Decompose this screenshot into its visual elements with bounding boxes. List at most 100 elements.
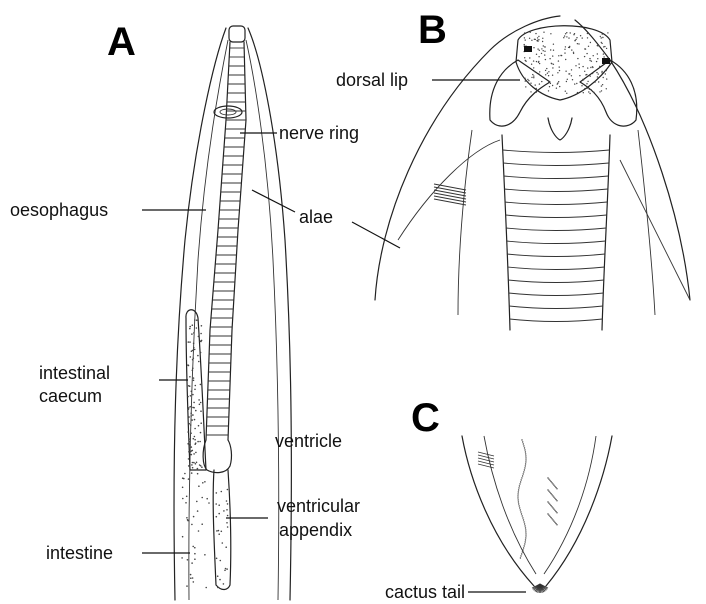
- stipple-dot: [193, 377, 195, 379]
- stipple-dot: [186, 517, 188, 519]
- stipple-dot: [518, 499, 519, 500]
- stipple-dot: [565, 59, 566, 60]
- stipple-dot: [553, 485, 554, 486]
- head-oesophagus-segment: [505, 202, 608, 205]
- stipple-dot: [549, 58, 550, 59]
- stipple-dot: [596, 61, 597, 62]
- stipple-dot: [565, 71, 566, 72]
- stipple-dot: [226, 522, 228, 524]
- stipple-dot: [218, 513, 220, 515]
- stipple-dot: [223, 583, 225, 585]
- head-oesophagus-segment: [503, 150, 610, 153]
- stipple-dot: [518, 487, 519, 488]
- stipple-dot: [524, 525, 525, 526]
- stipple-dot: [187, 519, 189, 521]
- stipple-dot: [538, 36, 539, 37]
- stipple-dot: [187, 364, 189, 366]
- stipple-dot: [190, 577, 192, 579]
- alae-striation: [434, 187, 466, 193]
- head-oesophagus-segment: [504, 176, 609, 179]
- head-oesophagus-segment: [505, 215, 606, 218]
- stipple-dot: [201, 523, 203, 525]
- stipple-dot: [192, 414, 194, 416]
- stipple-dot: [569, 73, 570, 74]
- stipple-dot: [566, 93, 567, 94]
- stipple-dot: [555, 499, 556, 500]
- stipple-dot: [605, 73, 606, 74]
- stipple-dot: [517, 493, 518, 494]
- stipple-dot: [191, 333, 193, 335]
- stipple-dot: [552, 507, 553, 508]
- stipple-dot: [552, 495, 553, 496]
- stipple-dot: [547, 73, 548, 74]
- stipple-dot: [528, 80, 529, 81]
- stipple-dot: [553, 521, 554, 522]
- stipple-dot: [524, 523, 525, 524]
- stipple-dot: [187, 443, 189, 445]
- stipple-dot: [553, 64, 554, 65]
- stipple-dot: [549, 86, 550, 87]
- stipple-dot: [536, 61, 537, 62]
- panel-c-drawing: [462, 436, 612, 593]
- stipple-dot: [182, 536, 184, 538]
- stipple-dot: [525, 451, 526, 452]
- stipple-dot: [525, 541, 526, 542]
- stipple-dot: [531, 63, 532, 64]
- stipple-dot: [547, 477, 548, 478]
- stipple-dot: [582, 90, 583, 91]
- stipple-dot: [223, 510, 225, 512]
- stipple-dot: [525, 529, 526, 530]
- stipple-dot: [556, 512, 557, 513]
- stipple-dot: [198, 530, 200, 532]
- lip-right: [580, 60, 637, 126]
- stipple-dot: [601, 71, 602, 72]
- stipple-dot: [584, 71, 585, 72]
- label-intestinal-caecum-line1: intestinal: [39, 363, 110, 383]
- stipple-dot: [195, 410, 197, 412]
- stipple-dot: [524, 469, 525, 470]
- stipple-dot: [579, 75, 580, 76]
- stipple-dot: [520, 509, 521, 510]
- stipple-dot: [521, 439, 522, 440]
- stipple-dot: [547, 501, 548, 502]
- stipple-dot: [543, 32, 544, 33]
- head-cap: [229, 26, 245, 42]
- stipple-dot: [547, 489, 548, 490]
- stipple-dot: [525, 535, 526, 536]
- stipple-dot: [525, 527, 526, 528]
- body-inner-right: [246, 40, 279, 600]
- stipple-dot: [586, 53, 587, 54]
- stipple-dot: [552, 55, 553, 56]
- stipple-dot: [598, 81, 599, 82]
- head-outer-left: [375, 16, 560, 300]
- stipple-dot: [569, 47, 570, 48]
- stipple-dot: [193, 332, 195, 334]
- stipple-dot: [533, 67, 534, 68]
- stipple-dot: [521, 553, 522, 554]
- stipple-dot: [554, 486, 555, 487]
- stipple-dot: [533, 75, 534, 76]
- head-oesophagus-segment: [506, 241, 605, 244]
- stipple-dot: [541, 48, 542, 49]
- stipple-dot: [597, 53, 598, 54]
- stipple-dot: [586, 83, 587, 84]
- stipple-dot: [598, 46, 599, 47]
- stipple-dot: [524, 44, 525, 45]
- stipple-dot: [574, 40, 575, 41]
- head-oesophagus-segment: [509, 306, 603, 309]
- stipple-dot: [525, 533, 526, 534]
- stipple-dot: [591, 61, 592, 62]
- stipple-dot: [525, 463, 526, 464]
- stipple-dot: [578, 43, 579, 44]
- stipple-dot: [535, 33, 536, 34]
- stipple-dot: [565, 91, 566, 92]
- stipple-dot: [217, 587, 219, 589]
- stipple-dot: [545, 70, 546, 71]
- stipple-dot: [565, 33, 566, 34]
- stipple-dot: [221, 491, 223, 493]
- stipple-dot: [590, 67, 591, 68]
- stipple-dot: [537, 48, 538, 49]
- stipple-dot: [548, 82, 549, 83]
- stipple-dot: [550, 83, 551, 84]
